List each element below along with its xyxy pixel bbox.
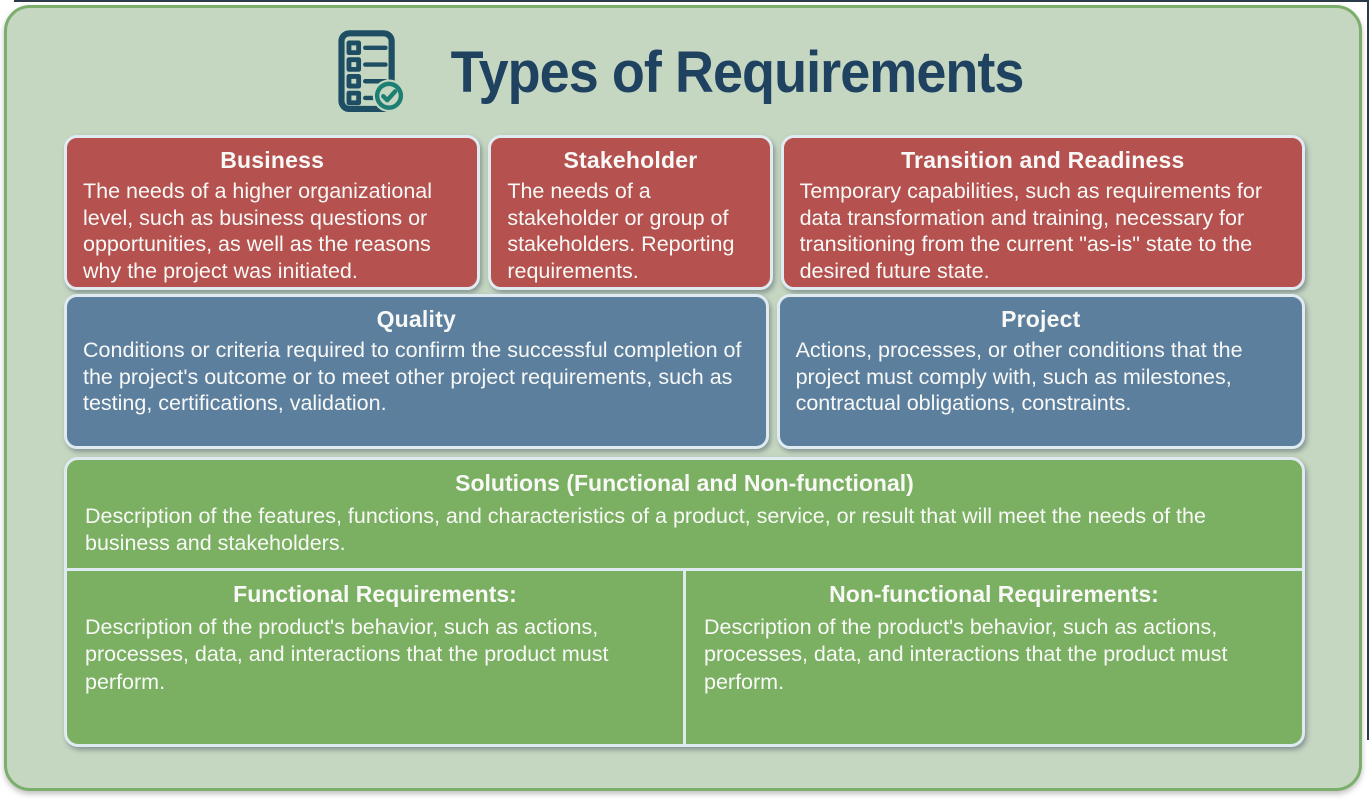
solutions-header: Solutions (Functional and Non-functional… — [67, 460, 1302, 568]
box-functional-requirements: Functional Requirements: Description of … — [67, 571, 683, 744]
quality-project-row: Quality Conditions or criteria required … — [64, 294, 1305, 449]
solutions-subrow: Functional Requirements: Description of … — [67, 568, 1302, 744]
box-stakeholder-body: The needs of a stakeholder or group of s… — [507, 179, 735, 283]
box-stakeholder-title: Stakeholder — [563, 147, 698, 173]
box-transition-readiness: Transition and Readiness Temporary capab… — [780, 135, 1305, 290]
box-functional-title: Functional Requirements: — [233, 581, 517, 607]
box-quality-title: Quality — [376, 306, 456, 332]
business-category-row: Business The needs of a higher organizat… — [64, 135, 1305, 290]
box-functional-body: Description of the product's behavior, s… — [85, 615, 609, 694]
screen-edge-artifact-top — [14, 0, 1369, 2]
diagram-header: Types of Requirements — [64, 26, 1305, 118]
box-non-functional-title: Non-functional Requirements: — [829, 581, 1159, 607]
box-solutions: Solutions (Functional and Non-functional… — [64, 457, 1305, 747]
checklist-icon — [338, 30, 406, 113]
box-quality-body: Conditions or criteria required to confi… — [83, 338, 742, 416]
diagram-board: Types of Requirements Business The needs… — [4, 5, 1362, 791]
box-business-title: Business — [220, 147, 325, 173]
box-project: Project Actions, processes, or other con… — [776, 294, 1305, 449]
box-business-body: The needs of a higher organizational lev… — [83, 179, 433, 283]
screen-edge-artifact-right — [1367, 0, 1369, 740]
box-non-functional-body: Description of the product's behavior, s… — [704, 615, 1228, 694]
page-title: Types of Requirements — [451, 39, 1025, 105]
box-transition-readiness-body: Temporary capabilities, such as requirem… — [799, 179, 1263, 283]
diagram-content: Types of Requirements Business The needs… — [7, 26, 1359, 747]
box-transition-readiness-title: Transition and Readiness — [901, 147, 1185, 173]
box-solutions-title: Solutions (Functional and Non-functional… — [455, 470, 914, 496]
box-business: Business The needs of a higher organizat… — [64, 135, 481, 290]
box-quality: Quality Conditions or criteria required … — [64, 294, 769, 449]
box-stakeholder: Stakeholder The needs of a stakeholder o… — [488, 135, 773, 290]
box-project-title: Project — [1001, 306, 1081, 332]
box-solutions-body: Description of the features, functions, … — [85, 504, 1206, 555]
box-non-functional-requirements: Non-functional Requirements: Description… — [683, 571, 1302, 744]
box-project-body: Actions, processes, or other conditions … — [795, 338, 1243, 416]
